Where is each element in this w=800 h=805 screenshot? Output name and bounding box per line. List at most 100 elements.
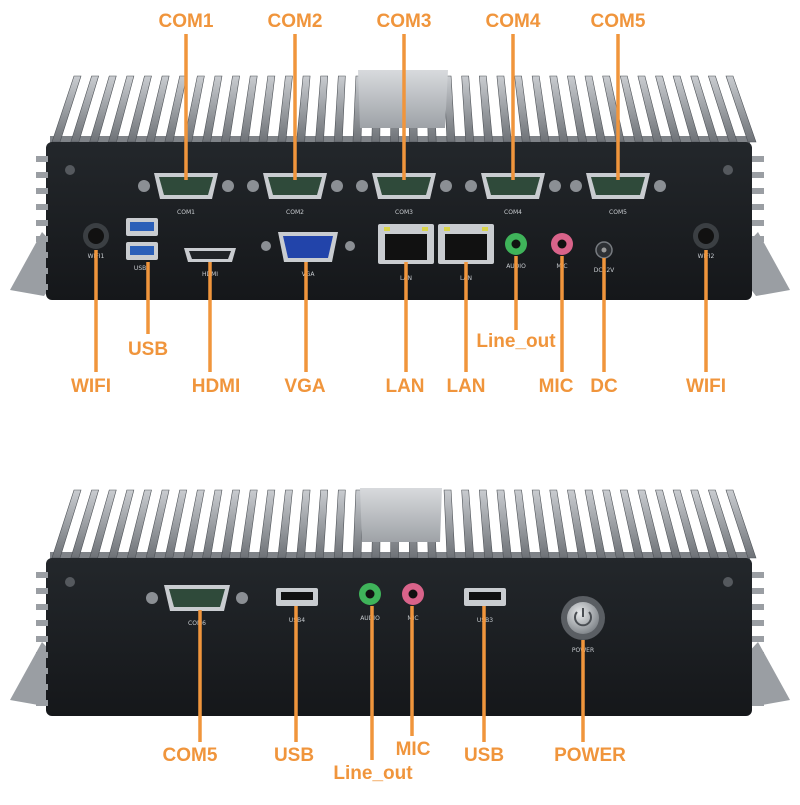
rear-heatsink-fin — [567, 489, 588, 559]
callout-rear-mic: MIC — [395, 739, 431, 760]
callout-com2: COM2 — [267, 11, 323, 32]
rear-side-fin — [36, 604, 48, 610]
rear-side-fin — [752, 588, 764, 594]
callout-lan2: LAN — [446, 376, 486, 397]
rear-heatsink-plate — [50, 552, 750, 560]
front-side-fin — [752, 236, 764, 242]
rear-heatsink-fin — [202, 489, 223, 559]
callout-vga: VGA — [284, 376, 326, 397]
front-heatsink-fin — [277, 75, 293, 143]
rear-heatsink-fin — [443, 489, 456, 559]
rear-side-fin — [36, 684, 48, 690]
front-com-row: COM1 COM2 COM3 COM4 COM5 — [138, 173, 666, 216]
front-heatsink-fin — [602, 75, 625, 143]
front-heatsink-fin — [239, 75, 258, 143]
callout-rear-usb-right: USB — [463, 745, 505, 766]
front-side-fin — [36, 220, 48, 226]
front-side-fin — [752, 220, 764, 226]
com3-port-text: COM3 — [395, 209, 413, 216]
front-heatsink-fin — [549, 75, 569, 143]
rear-heatsink-fin — [220, 489, 240, 559]
com1-port: COM1 — [138, 173, 234, 216]
rear-heatsink-fin — [164, 489, 188, 559]
front-side-fin — [752, 252, 764, 258]
rear-side-fin — [752, 700, 764, 706]
rear-screw — [65, 577, 75, 587]
rear-heatsink-fin — [258, 489, 276, 559]
callout-com1: COM1 — [158, 11, 214, 32]
callout-lan1: LAN — [385, 376, 425, 397]
front-side-fin — [36, 268, 48, 274]
callout-com5: COM5 — [590, 11, 646, 32]
rear-heatsink-fin — [145, 489, 170, 559]
power-icon — [574, 611, 592, 627]
front-screw — [65, 165, 75, 175]
rear-side-fin — [752, 668, 764, 674]
callout-rear-power: POWER — [554, 745, 626, 766]
rear-heatsink-fin — [478, 489, 493, 559]
com6-port-text: COM6 — [188, 620, 206, 627]
front-heatsink-fin — [258, 75, 276, 143]
rear-side-fin — [36, 652, 48, 658]
front-screw — [723, 165, 733, 175]
front-heatsink-fin — [584, 75, 606, 143]
front-side-fin — [752, 204, 764, 210]
front-heatsink-fin — [461, 75, 475, 143]
usb-port-text: USB1 — [134, 265, 150, 272]
callout-com4: COM4 — [485, 11, 541, 32]
front-heatsink-plate — [50, 136, 750, 144]
front-side-fin — [36, 204, 48, 210]
front-side-fin — [752, 284, 764, 290]
rear-heatsink-fin — [333, 489, 346, 559]
com5-port: COM5 — [570, 173, 666, 216]
rear-side-fin — [36, 588, 48, 594]
rear-heatsink-fin — [296, 489, 311, 559]
com5-port-text: COM5 — [609, 209, 627, 216]
rear-screw — [723, 577, 733, 587]
rear-chassis: COM6 USB4 AUDIO MIC USB3 — [10, 488, 790, 716]
rear-heatsink-fin — [496, 489, 512, 559]
front-side-fin — [36, 156, 48, 162]
rear-audio-out-jack: AUDIO — [359, 583, 381, 622]
com1-port-text: COM1 — [177, 209, 195, 216]
lan-port-2: LAN — [438, 224, 494, 282]
front-heatsink-fin — [145, 75, 170, 143]
rear-heatsink-fin — [514, 489, 531, 559]
front-heatsink-fin — [619, 75, 644, 143]
power-button[interactable]: POWER — [561, 596, 605, 654]
rear-heatsink-fin — [461, 489, 475, 559]
callout-usb: USB — [127, 339, 169, 360]
rear-heatsink-fin — [277, 489, 293, 559]
rear-side-fins — [36, 572, 764, 706]
rear-side-fin — [36, 636, 48, 642]
front-heatsink-fin — [315, 75, 329, 143]
rear-panel-face — [46, 558, 752, 716]
front-heatsink-fin — [496, 75, 512, 143]
front-side-fin — [752, 268, 764, 274]
rear-heatsink-fin — [239, 489, 258, 559]
front-side-fin — [36, 284, 48, 290]
com2-port: COM2 — [247, 173, 343, 216]
front-heatsink-fin — [220, 75, 240, 143]
vga-port-text: VGA — [302, 271, 316, 278]
usb-port-stack: USB1 — [126, 218, 158, 272]
callout-rear-usb-left: USB — [273, 745, 315, 766]
front-heatsink-fin — [202, 75, 223, 143]
rear-side-fin — [752, 684, 764, 690]
front-side-fin — [36, 172, 48, 178]
com4-port-text: COM4 — [504, 209, 522, 216]
rear-side-fin — [752, 620, 764, 626]
rear-com-port: COM6 — [146, 585, 248, 627]
front-side-fin — [752, 156, 764, 162]
front-heatsink-fin — [164, 75, 188, 143]
callout-line-out: Line_out — [476, 331, 556, 352]
com3-port: COM3 — [356, 173, 452, 216]
rear-top-handle — [360, 488, 442, 542]
rear-heatsink-fin — [602, 489, 625, 559]
rear-heatsink-fin — [531, 489, 550, 559]
rear-heatsink-fin — [315, 489, 329, 559]
front-side-fin — [752, 188, 764, 194]
com2-port-text: COM2 — [286, 209, 304, 216]
